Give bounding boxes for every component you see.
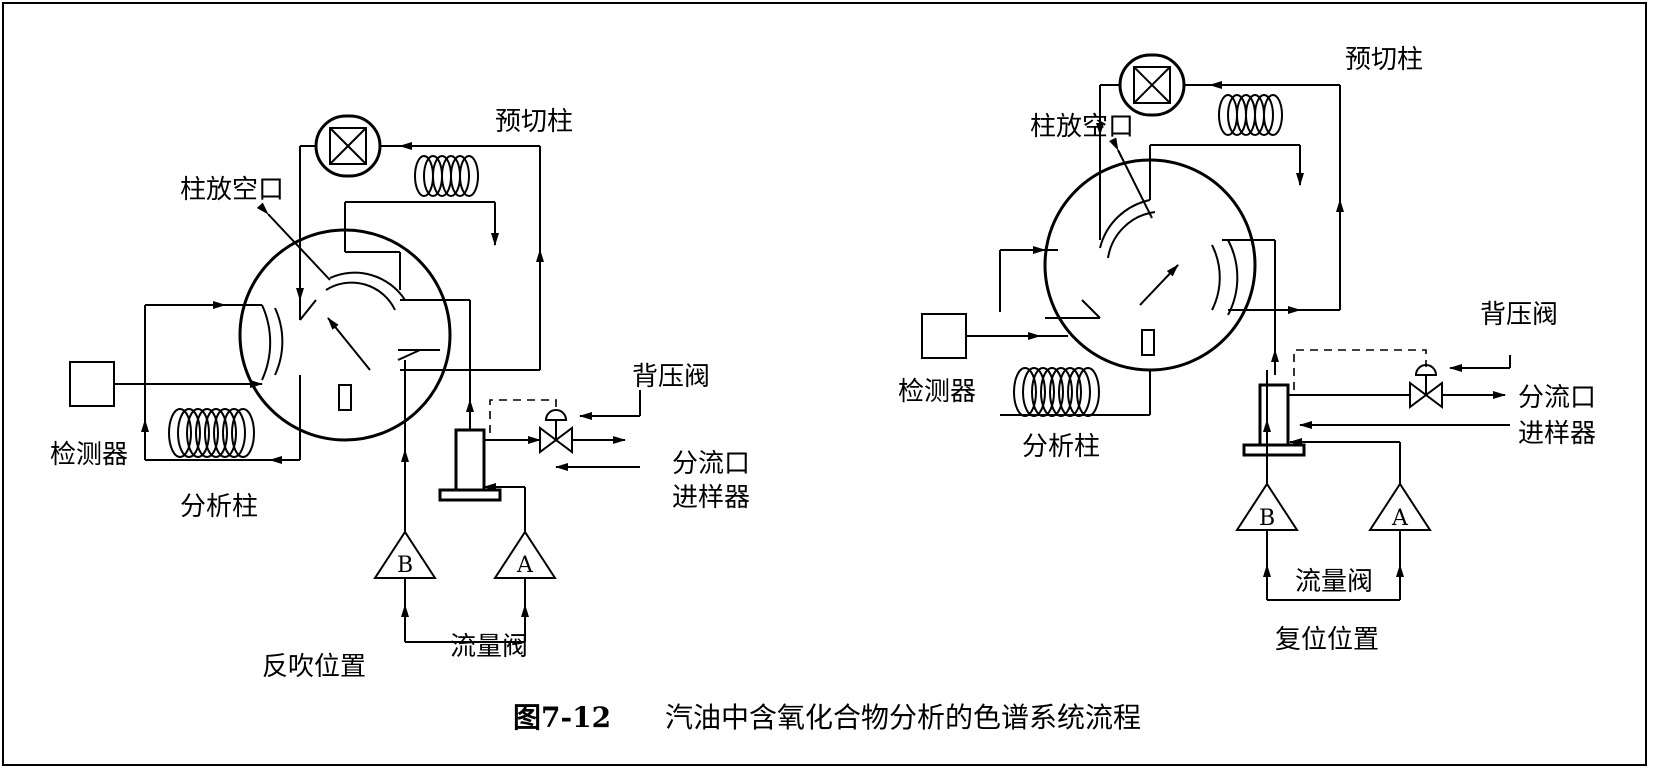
right-back-pressure-valve (1409, 381, 1428, 409)
right-label-flow-valve: 流量阀 (1295, 567, 1373, 597)
right-label-split-outlet: 分流口 (1518, 383, 1596, 413)
left-valve-slot (338, 384, 352, 411)
left-label-injector: 进样器 (672, 483, 750, 513)
left-label-valve-a: A (516, 553, 534, 578)
left-label-detector: 检测器 (50, 440, 128, 470)
right-label-position: 复位位置 (1275, 625, 1379, 655)
right-valve-channel-top (1099, 199, 1151, 249)
right-label-detector: 检测器 (898, 377, 976, 407)
figure-title: 汽油中含氧化合物分析的色谱系统流程 (665, 701, 1141, 734)
left-label-position: 反吹位置 (262, 652, 366, 682)
left-injector (454, 428, 486, 492)
left-analytical-column-coil (168, 408, 255, 458)
left-rotary-valve (238, 228, 452, 442)
right-label-precut-column: 预切柱 (1345, 45, 1423, 75)
left-label-flow-valve: 流量阀 (450, 632, 528, 662)
right-rotor-arrow (1139, 264, 1179, 306)
left-label-split-outlet: 分流口 (672, 449, 750, 479)
right-injector (1258, 383, 1290, 447)
right-precut-column-coil (1218, 94, 1283, 136)
right-label-injector: 进样器 (1518, 419, 1596, 449)
left-label-analytical-column: 分析柱 (180, 492, 258, 522)
left-detector-box (69, 361, 115, 407)
right-label-valve-b: B (1259, 506, 1275, 531)
left-valve-channel-top (329, 271, 406, 301)
right-label-analytical-column: 分析柱 (1022, 432, 1100, 462)
right-diagram (921, 53, 1511, 601)
left-back-pressure-valve (539, 426, 558, 454)
right-valve-channel-right (1227, 239, 1239, 316)
left-diagram (69, 114, 641, 643)
right-label-valve-a: A (1391, 506, 1409, 531)
figure-number: 图7-12 (513, 701, 611, 734)
left-label-precut-column: 预切柱 (495, 107, 573, 137)
left-label-column-vent: 柱放空口 (180, 175, 284, 205)
left-label-back-pressure-valve: 背压阀 (632, 362, 710, 392)
left-precut-column-coil (414, 155, 479, 197)
right-detector-box (921, 313, 967, 359)
left-rotor-arrow (327, 317, 371, 371)
right-label-back-pressure-valve: 背压阀 (1480, 300, 1558, 330)
right-label-column-vent: 柱放空口 (1030, 112, 1134, 142)
right-valve-slot (1141, 329, 1155, 356)
left-valve-channel-left (274, 307, 284, 376)
left-label-valve-b: B (397, 553, 413, 578)
right-analytical-column-coil (1013, 367, 1100, 417)
